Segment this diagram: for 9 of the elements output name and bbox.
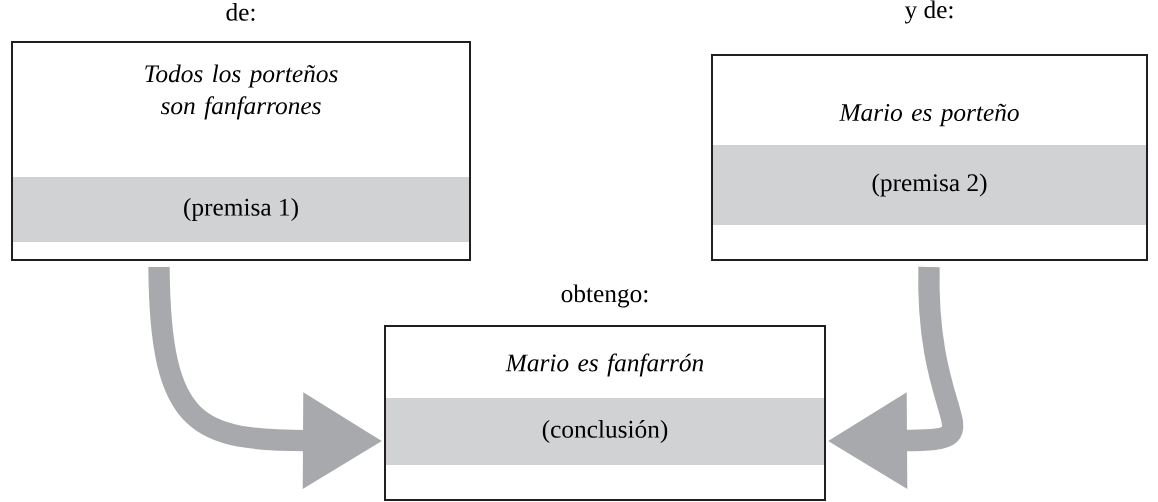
heading-text: obtengo: <box>561 284 648 308</box>
statement-text: Mario es porteño <box>839 103 1019 127</box>
statement-text: Mario es fanfarrón <box>505 353 704 377</box>
statement-text: Todos los porteños son fanfarrones <box>145 64 338 120</box>
heading-text: y de: <box>904 0 953 24</box>
heading-text: de: <box>226 3 255 21</box>
band-label: (premisa 1) <box>184 198 298 221</box>
band-label: (premisa 2) <box>872 173 987 197</box>
band-label: (conclusión) <box>542 420 668 443</box>
